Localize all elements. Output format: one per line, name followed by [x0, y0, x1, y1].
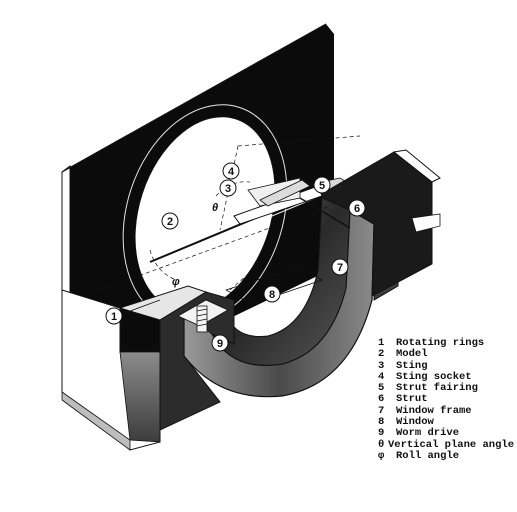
- legend-item: 3 Sting: [378, 359, 514, 372]
- legend-item: 5 Strut fairing: [378, 382, 514, 395]
- left-support-block: [159, 291, 235, 431]
- worm-drive: [196, 305, 208, 333]
- callout-3: 3: [219, 179, 237, 197]
- callout-9: 9: [211, 334, 229, 352]
- callout-6: 6: [348, 199, 366, 217]
- legend-item: 2 Model: [378, 348, 514, 361]
- legend-label: Strut: [396, 393, 428, 406]
- legend: 1 Rotating rings 2 Model 3 Sting 4 Sting socket…: [378, 337, 514, 462]
- legend-label: Window frame: [396, 404, 472, 417]
- right-support-block: [316, 149, 441, 297]
- legend-key: 1: [378, 337, 385, 349]
- svg-text:6: 6: [354, 203, 360, 215]
- legend-label: Model: [396, 348, 428, 361]
- svg-text:4: 4: [228, 166, 235, 178]
- model-assembly: [149, 177, 351, 267]
- legend-label: Vertical plane angle: [387, 438, 514, 451]
- svg-text:9: 9: [217, 338, 223, 350]
- svg-text:2: 2: [167, 216, 173, 228]
- window-pane: [224, 265, 323, 305]
- legend-key: 7: [378, 404, 385, 417]
- legend-key: 5: [378, 382, 385, 395]
- legend-label: Sting socket: [396, 370, 472, 383]
- legend-item: 8 Window: [378, 416, 514, 429]
- theta-symbol: θ: [212, 202, 218, 214]
- callout-7: 7: [331, 258, 349, 276]
- svg-text:8: 8: [269, 289, 275, 301]
- legend-item: 7 Window frame: [378, 404, 514, 417]
- legend-label: Roll angle: [396, 449, 460, 462]
- callouts: 1 2 3 4 5 6 7 8: [105, 162, 366, 352]
- svg-text:3: 3: [225, 183, 231, 195]
- legend-label: Worm drive: [396, 427, 460, 440]
- legend-item: φ Roll angle: [378, 449, 514, 462]
- svg-text:7: 7: [337, 262, 343, 274]
- legend-key: 8: [378, 416, 385, 429]
- legend-key: θ: [378, 438, 385, 451]
- svg-text:1: 1: [111, 311, 117, 323]
- legend-key: 3: [378, 359, 385, 372]
- legend-label: Strut fairing: [396, 382, 478, 395]
- legend-key: 6: [378, 393, 385, 406]
- legend-item: 4 Sting socket: [378, 370, 514, 383]
- legend-key: φ: [378, 449, 385, 462]
- legend-key: 9: [378, 427, 385, 440]
- reference-lines: [99, 135, 361, 291]
- legend-item: 1 Rotating rings: [378, 337, 514, 349]
- legend-label: Window: [396, 416, 434, 429]
- callout-2: 2: [161, 212, 179, 230]
- callout-4: 4: [222, 162, 240, 180]
- legend-item: 6 Strut: [378, 393, 514, 406]
- callout-5: 5: [313, 176, 331, 194]
- legend-label: Sting: [396, 359, 428, 372]
- legend-label: Rotating rings: [396, 337, 485, 349]
- phi-symbol: φ: [172, 276, 180, 288]
- legend-item: 9 Worm drive: [378, 427, 514, 440]
- legend-key: 4: [378, 370, 385, 383]
- svg-text:5: 5: [319, 180, 325, 192]
- callout-8: 8: [263, 285, 281, 303]
- callout-1: 1: [105, 299, 161, 325]
- legend-key: 2: [378, 348, 385, 361]
